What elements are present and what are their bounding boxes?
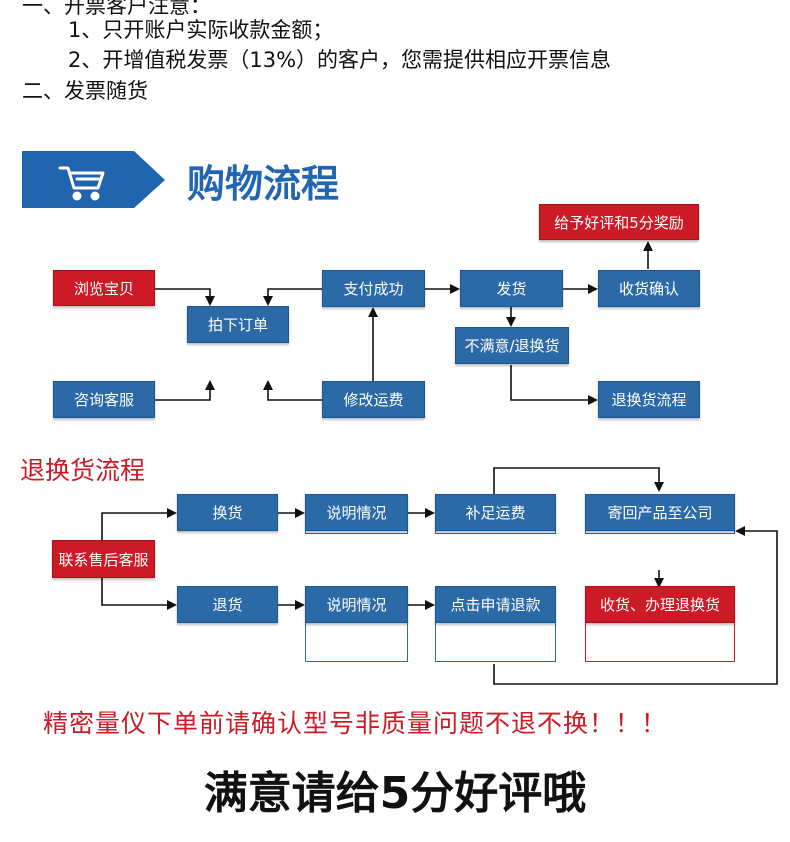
invoice-note-heading: 一、开票客户注意： [22, 0, 211, 18]
explain-situation-box-2: 说明情况 [305, 586, 408, 623]
explain-situation-box-1: 说明情况 [305, 494, 408, 531]
receive-process-box: 收货、办理退换货 [585, 586, 735, 623]
return-process-box: 退换货流程 [598, 381, 700, 418]
cart-icon [58, 166, 105, 201]
confirm-receipt-box: 收货确认 [598, 270, 700, 307]
shopping-banner-arrow [22, 151, 165, 208]
shopping-process-title: 购物流程 [187, 162, 340, 206]
browse-items-box: 浏览宝贝 [53, 270, 155, 306]
place-order-box: 拍下订单 [187, 306, 289, 343]
exchange-box: 换货 [177, 494, 278, 531]
pay-shipping-box: 补足运费 [435, 494, 556, 531]
invoice-note-2: 2、开增值税发票（13%）的客户，您需提供相应开票信息 [68, 48, 612, 72]
return-process-title: 退换货流程 [20, 456, 146, 485]
modify-shipping-box: 修改运费 [322, 381, 425, 418]
consult-service-box: 咨询客服 [53, 381, 155, 418]
five-star-request: 满意请给5分好评哦 [203, 768, 587, 819]
refund-box: 退货 [177, 586, 278, 623]
invoice-note-1: 1、只开账户实际收款金额； [68, 18, 334, 42]
payment-success-box: 支付成功 [322, 270, 425, 307]
good-review-reward-box: 给予好评和5分奖励 [539, 204, 699, 240]
no-return-warning: 精密量仪下单前请确认型号非质量问题不退不换！！！ [43, 709, 668, 738]
unsatisfied-return-box: 不满意/退换货 [455, 327, 569, 364]
invoice-note-3: 二、发票随货 [22, 79, 148, 103]
contact-aftersales-box: 联系售后客服 [52, 540, 155, 578]
send-back-box: 寄回产品至公司 [585, 494, 735, 531]
request-refund-box: 点击申请退款 [435, 586, 556, 623]
ship-goods-box: 发货 [460, 270, 563, 307]
